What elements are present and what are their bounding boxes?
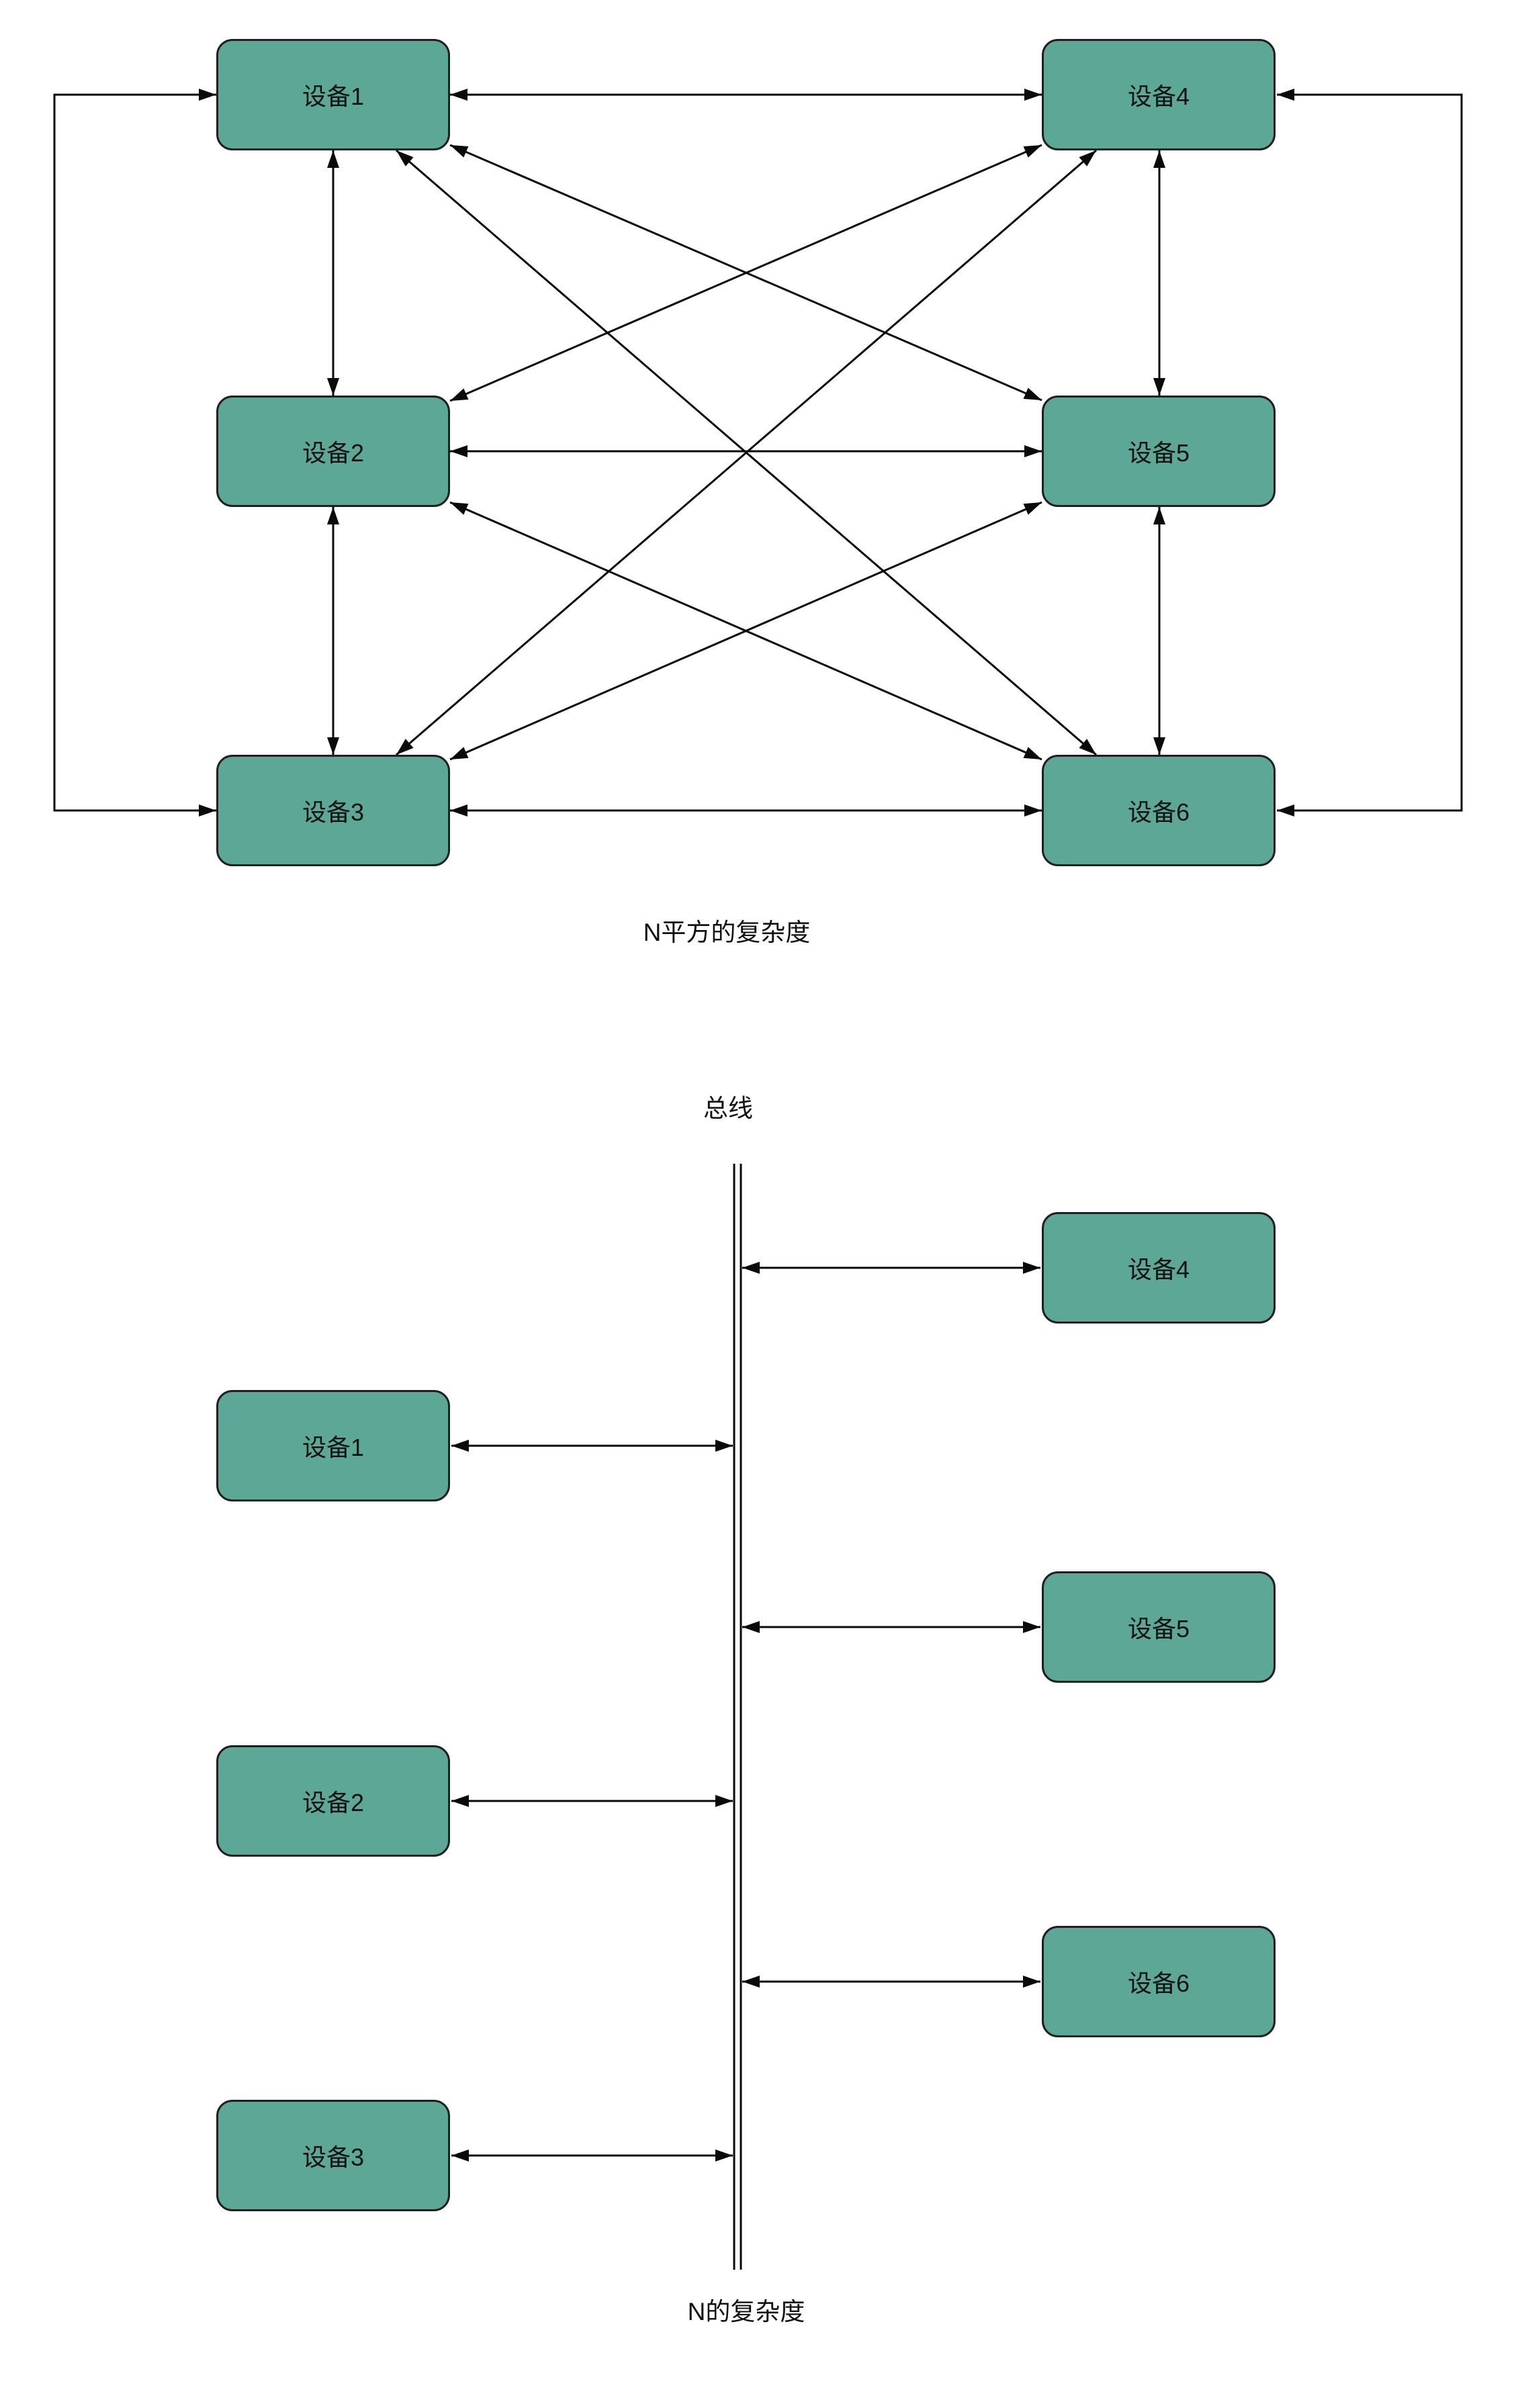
bus-node-device2: 设备2 (216, 1745, 450, 1857)
bus-line (733, 1164, 742, 2270)
mesh-node-device2: 设备2 (216, 396, 450, 507)
bus-node-device3-label: 设备3 (302, 2143, 365, 2171)
mesh-outer-edges (53, 89, 1463, 817)
bus-diagram-caption: N的复杂度 (687, 2298, 805, 2325)
mesh-diagram-caption: N平方的复杂度 (643, 919, 811, 946)
mesh-node-device5: 设备5 (1042, 396, 1276, 507)
bus-node-device1-label: 设备1 (302, 1434, 365, 1461)
mesh-node-device6-label: 设备6 (1127, 798, 1190, 826)
mesh-node-device6: 设备6 (1042, 755, 1276, 866)
bus-label: 总线 (703, 1095, 753, 1122)
mesh-node-device3: 设备3 (216, 755, 450, 866)
bus-node-device4: 设备4 (1042, 1212, 1276, 1324)
bus-node-device4-label: 设备4 (1127, 1256, 1190, 1283)
mesh-node-device4: 设备4 (1042, 39, 1276, 150)
bus-node-device3: 设备3 (216, 2100, 450, 2211)
bus-node-device5: 设备5 (1042, 1571, 1276, 1683)
bus-node-device6: 设备6 (1042, 1926, 1276, 2037)
mesh-node-device1-label: 设备1 (302, 83, 365, 110)
bus-edges (451, 1262, 1040, 2162)
bus-node-device1: 设备1 (216, 1390, 450, 1501)
mesh-node-device3-label: 设备3 (302, 798, 365, 826)
mesh-node-device4-label: 设备4 (1127, 83, 1190, 110)
bus-node-device5-label: 设备5 (1127, 1615, 1190, 1642)
mesh-node-device2-label: 设备2 (302, 439, 365, 467)
mesh-edges (327, 89, 1165, 817)
mesh-node-device1: 设备1 (216, 39, 450, 150)
mesh-node-device5-label: 设备5 (1127, 439, 1190, 467)
bus-node-device2-label: 设备2 (302, 1789, 365, 1816)
bus-node-device6-label: 设备6 (1127, 1970, 1190, 1997)
